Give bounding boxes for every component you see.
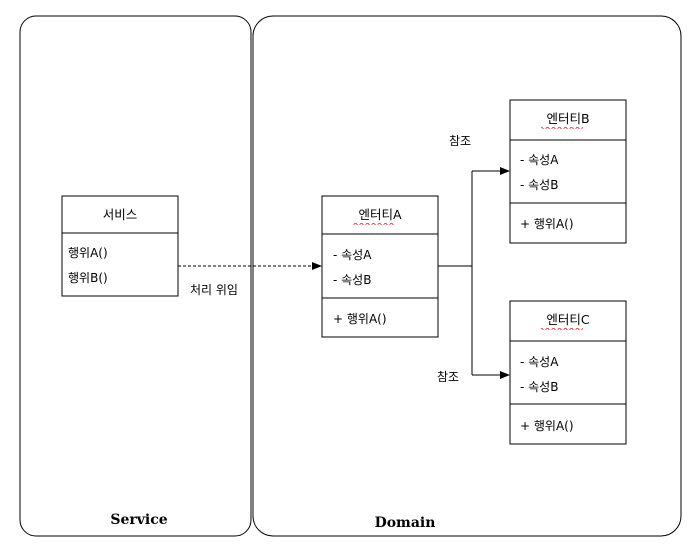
entity-b-attribute: - 속성A bbox=[520, 153, 559, 167]
spellcheck-underline bbox=[541, 126, 583, 129]
entity-c-title: 엔터티C bbox=[546, 312, 590, 327]
spellcheck-underline bbox=[541, 327, 583, 330]
entity-c-attribute: - 속성B bbox=[520, 380, 558, 394]
reference-label-b: 참조 bbox=[449, 134, 471, 148]
entity-b-class-box: 엔터티B - 속성A - 속성B + 행위A() bbox=[509, 99, 627, 244]
service-operation: 행위A() bbox=[68, 245, 108, 260]
entity-c-class-box: 엔터티C - 속성A - 속성B + 행위A() bbox=[509, 300, 627, 445]
spellcheck-underline bbox=[353, 222, 395, 225]
entity-a-operation: + 행위A() bbox=[333, 311, 387, 326]
entity-b-operation: + 행위A() bbox=[520, 216, 574, 231]
service-class-title: 서비스 bbox=[103, 207, 138, 222]
reference-label-c: 참조 bbox=[437, 370, 459, 384]
entity-a-title: 엔터티A bbox=[358, 207, 402, 222]
entity-c-attribute: - 속성A bbox=[520, 355, 559, 369]
domain-region bbox=[252, 15, 682, 537]
domain-region-label: Domain bbox=[375, 515, 436, 531]
delegation-label: 처리 위임 bbox=[190, 283, 238, 297]
entity-a-attribute: - 속성B bbox=[333, 273, 371, 287]
entity-a-attribute: - 속성A bbox=[333, 248, 372, 262]
entity-b-title: 엔터티B bbox=[546, 111, 589, 126]
entity-a-class-box: 엔터티A - 속성A - 속성B + 행위A() bbox=[321, 195, 439, 338]
service-region bbox=[19, 15, 252, 537]
service-region-label: Service bbox=[110, 512, 167, 528]
entity-c-operation: + 행위A() bbox=[520, 418, 574, 433]
service-class-box: 서비스 행위A() 행위B() bbox=[61, 195, 179, 297]
service-operation: 행위B() bbox=[68, 270, 108, 285]
entity-b-attribute: - 속성B bbox=[520, 178, 558, 192]
